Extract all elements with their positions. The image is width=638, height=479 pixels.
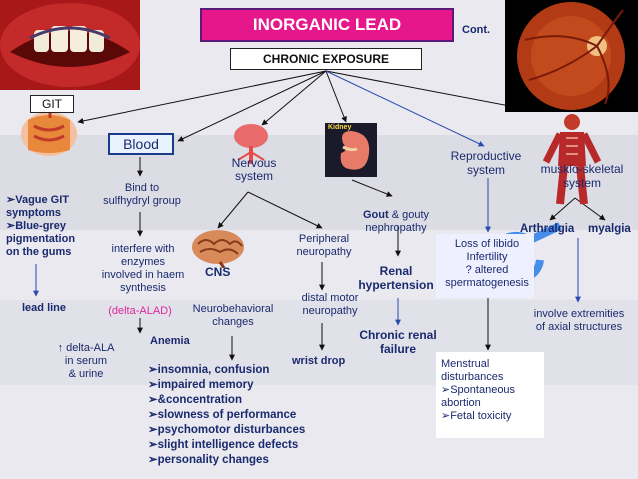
brain-image: [190, 228, 246, 268]
git-label: GIT: [30, 95, 74, 113]
lead-line-label: lead line: [22, 302, 67, 314]
cns-symptom: ➢&concentration: [148, 394, 242, 406]
cns-symptom: ➢impaired memory: [148, 379, 254, 391]
libido-box: [436, 234, 534, 298]
renal-hypertension: Renal hypertension: [358, 264, 434, 292]
extremities-label: involve extremities of axial structures: [533, 308, 625, 333]
cns-symptom: ➢insomnia, confusion: [148, 364, 270, 376]
menstrual-box: [436, 352, 544, 438]
musculoskeletal-label: musklo-skeletal system: [540, 162, 624, 190]
libido-text: Loss of libido Infertility ? altered spe…: [445, 238, 529, 289]
cns-symptom: ➢psychomotor disturbances: [148, 424, 306, 436]
delta-ala-serum: ↑ delta-ALA in serum & urine: [57, 342, 115, 380]
musculoskeletal-image: [536, 112, 608, 208]
arthralgia-label: Arthralgia: [520, 223, 575, 235]
cns-symptom: ➢personality changes: [148, 454, 269, 466]
cns-symptom: ➢slowness of performance: [148, 409, 297, 421]
bind-sulfhydryl: Bind to sulfhydryl group: [103, 182, 181, 207]
cns-label: CNS: [205, 265, 231, 279]
blood-label: Blood: [108, 133, 174, 155]
nervous-system-label: Nervous system: [231, 156, 277, 183]
wrist-drop-label: wrist drop: [292, 355, 346, 367]
fundus-photo: [505, 0, 638, 112]
cns-symptom: ➢slight intelligence defects: [148, 439, 299, 451]
cns-symptom-list: ➢insomnia, confusion ➢impaired memory ➢&…: [148, 363, 305, 468]
gum-photo: [0, 0, 140, 90]
distal-motor-neuropathy: distal motor neuropathy: [301, 292, 359, 317]
gout-label: Gout & gouty nephropathy: [362, 209, 430, 234]
menstrual-text: Menstrual disturbances ➢Spontaneous abor…: [441, 358, 516, 422]
interfere-enzymes: interfere with enzymes involved in haem …: [101, 243, 185, 294]
git-symptoms: ➢Vague GIT symptoms ➢Blue-grey pigmentat…: [6, 194, 76, 258]
myalgia-label: myalgia: [588, 223, 631, 235]
reproductive-system-label: Reproductive system: [450, 149, 522, 177]
page-title: INORGANIC LEAD: [200, 8, 454, 42]
gut-image: [14, 104, 84, 158]
chronic-exposure-box: CHRONIC EXPOSURE: [230, 48, 422, 70]
kidney-image-label: Kidney: [328, 124, 352, 131]
cont-label: Cont.: [462, 24, 491, 36]
kidney-image: Kidney: [325, 123, 377, 177]
anemia-label: Anemia: [150, 335, 190, 347]
peripheral-neuropathy: Peripheral neuropathy: [296, 233, 352, 258]
delta-alad-label: (delta-ALAD): [108, 305, 172, 317]
neurobehavioral-label: Neurobehavioral changes: [192, 303, 274, 328]
chronic-renal-failure: Chronic renal failure: [359, 328, 437, 356]
nervous-system-image: [230, 122, 272, 166]
